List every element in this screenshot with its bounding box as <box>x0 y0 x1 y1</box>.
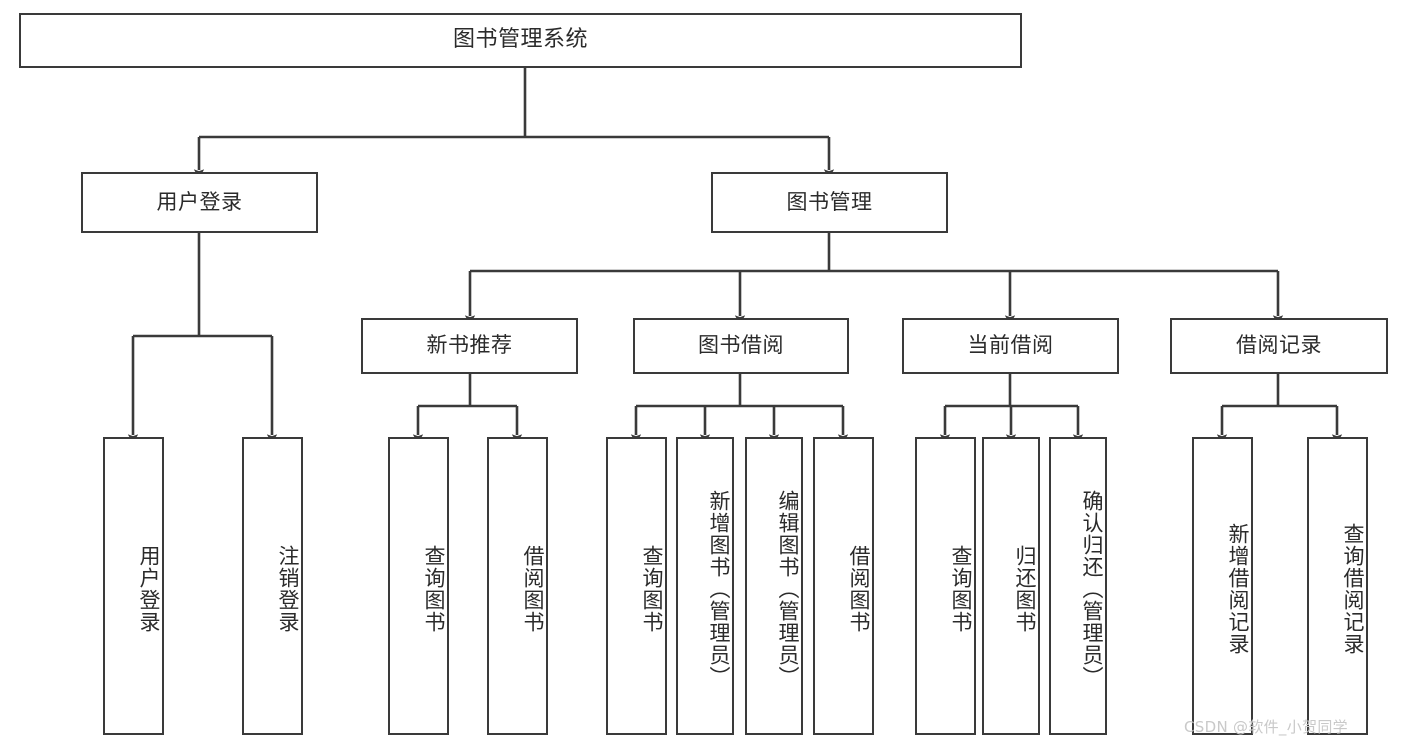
node-leaf-user-login[interactable]: 用户登录 <box>103 437 164 735</box>
node-book-borrow[interactable]: 图书借阅 <box>633 318 849 374</box>
node-book-manage[interactable]: 图书管理 <box>711 172 948 233</box>
node-book-borrow-label: 图书借阅 <box>698 333 784 358</box>
node-leaf-add-book[interactable]: 新增图书（管理员） <box>676 437 734 735</box>
node-book-manage-label: 图书管理 <box>786 189 873 214</box>
node-leaf-query-book-rec-label: 查询图书 <box>422 545 446 633</box>
node-leaf-query-book-c[interactable]: 查询图书 <box>915 437 976 735</box>
node-leaf-add-record-label: 新增借阅记录 <box>1226 523 1250 655</box>
node-current-borrow[interactable]: 当前借阅 <box>902 318 1119 374</box>
node-leaf-query-book-b-label: 查询图书 <box>640 545 664 633</box>
node-leaf-confirm-return-label: 确认归还（管理员） <box>1080 490 1104 688</box>
node-leaf-borrow-book-b[interactable]: 借阅图书 <box>813 437 874 735</box>
node-leaf-query-record[interactable]: 查询借阅记录 <box>1307 437 1368 735</box>
node-borrow-record-label: 借阅记录 <box>1236 333 1322 358</box>
node-root-label: 图书管理系统 <box>452 27 588 53</box>
node-leaf-confirm-return[interactable]: 确认归还（管理员） <box>1049 437 1107 735</box>
node-leaf-add-book-label: 新增图书（管理员） <box>707 490 731 688</box>
node-new-book-rec[interactable]: 新书推荐 <box>361 318 578 374</box>
node-leaf-query-book-c-label: 查询图书 <box>949 545 973 633</box>
node-leaf-borrow-book-rec-label: 借阅图书 <box>521 545 545 633</box>
node-leaf-logout-label: 注销登录 <box>276 545 300 633</box>
node-leaf-logout[interactable]: 注销登录 <box>242 437 303 735</box>
node-leaf-borrow-book-b-label: 借阅图书 <box>847 545 871 633</box>
node-root[interactable]: 图书管理系统 <box>19 13 1022 68</box>
node-leaf-return-book-label: 归还图书 <box>1013 545 1037 633</box>
node-leaf-add-record[interactable]: 新增借阅记录 <box>1192 437 1253 735</box>
csdn-watermark: CSDN @软件_小贺同学 <box>1184 718 1348 736</box>
node-leaf-edit-book-label: 编辑图书（管理员） <box>776 490 800 688</box>
node-leaf-query-record-label: 查询借阅记录 <box>1341 523 1365 655</box>
node-leaf-query-book-b[interactable]: 查询图书 <box>606 437 667 735</box>
node-leaf-return-book[interactable]: 归还图书 <box>982 437 1040 735</box>
node-borrow-record[interactable]: 借阅记录 <box>1170 318 1388 374</box>
node-leaf-query-book-rec[interactable]: 查询图书 <box>388 437 449 735</box>
node-leaf-edit-book[interactable]: 编辑图书（管理员） <box>745 437 803 735</box>
node-new-book-rec-label: 新书推荐 <box>426 333 513 358</box>
node-user-login-label: 用户登录 <box>156 189 243 214</box>
node-leaf-borrow-book-rec[interactable]: 借阅图书 <box>487 437 548 735</box>
node-user-login[interactable]: 用户登录 <box>81 172 318 233</box>
node-current-borrow-label: 当前借阅 <box>967 333 1054 358</box>
node-leaf-user-login-label: 用户登录 <box>137 545 161 633</box>
